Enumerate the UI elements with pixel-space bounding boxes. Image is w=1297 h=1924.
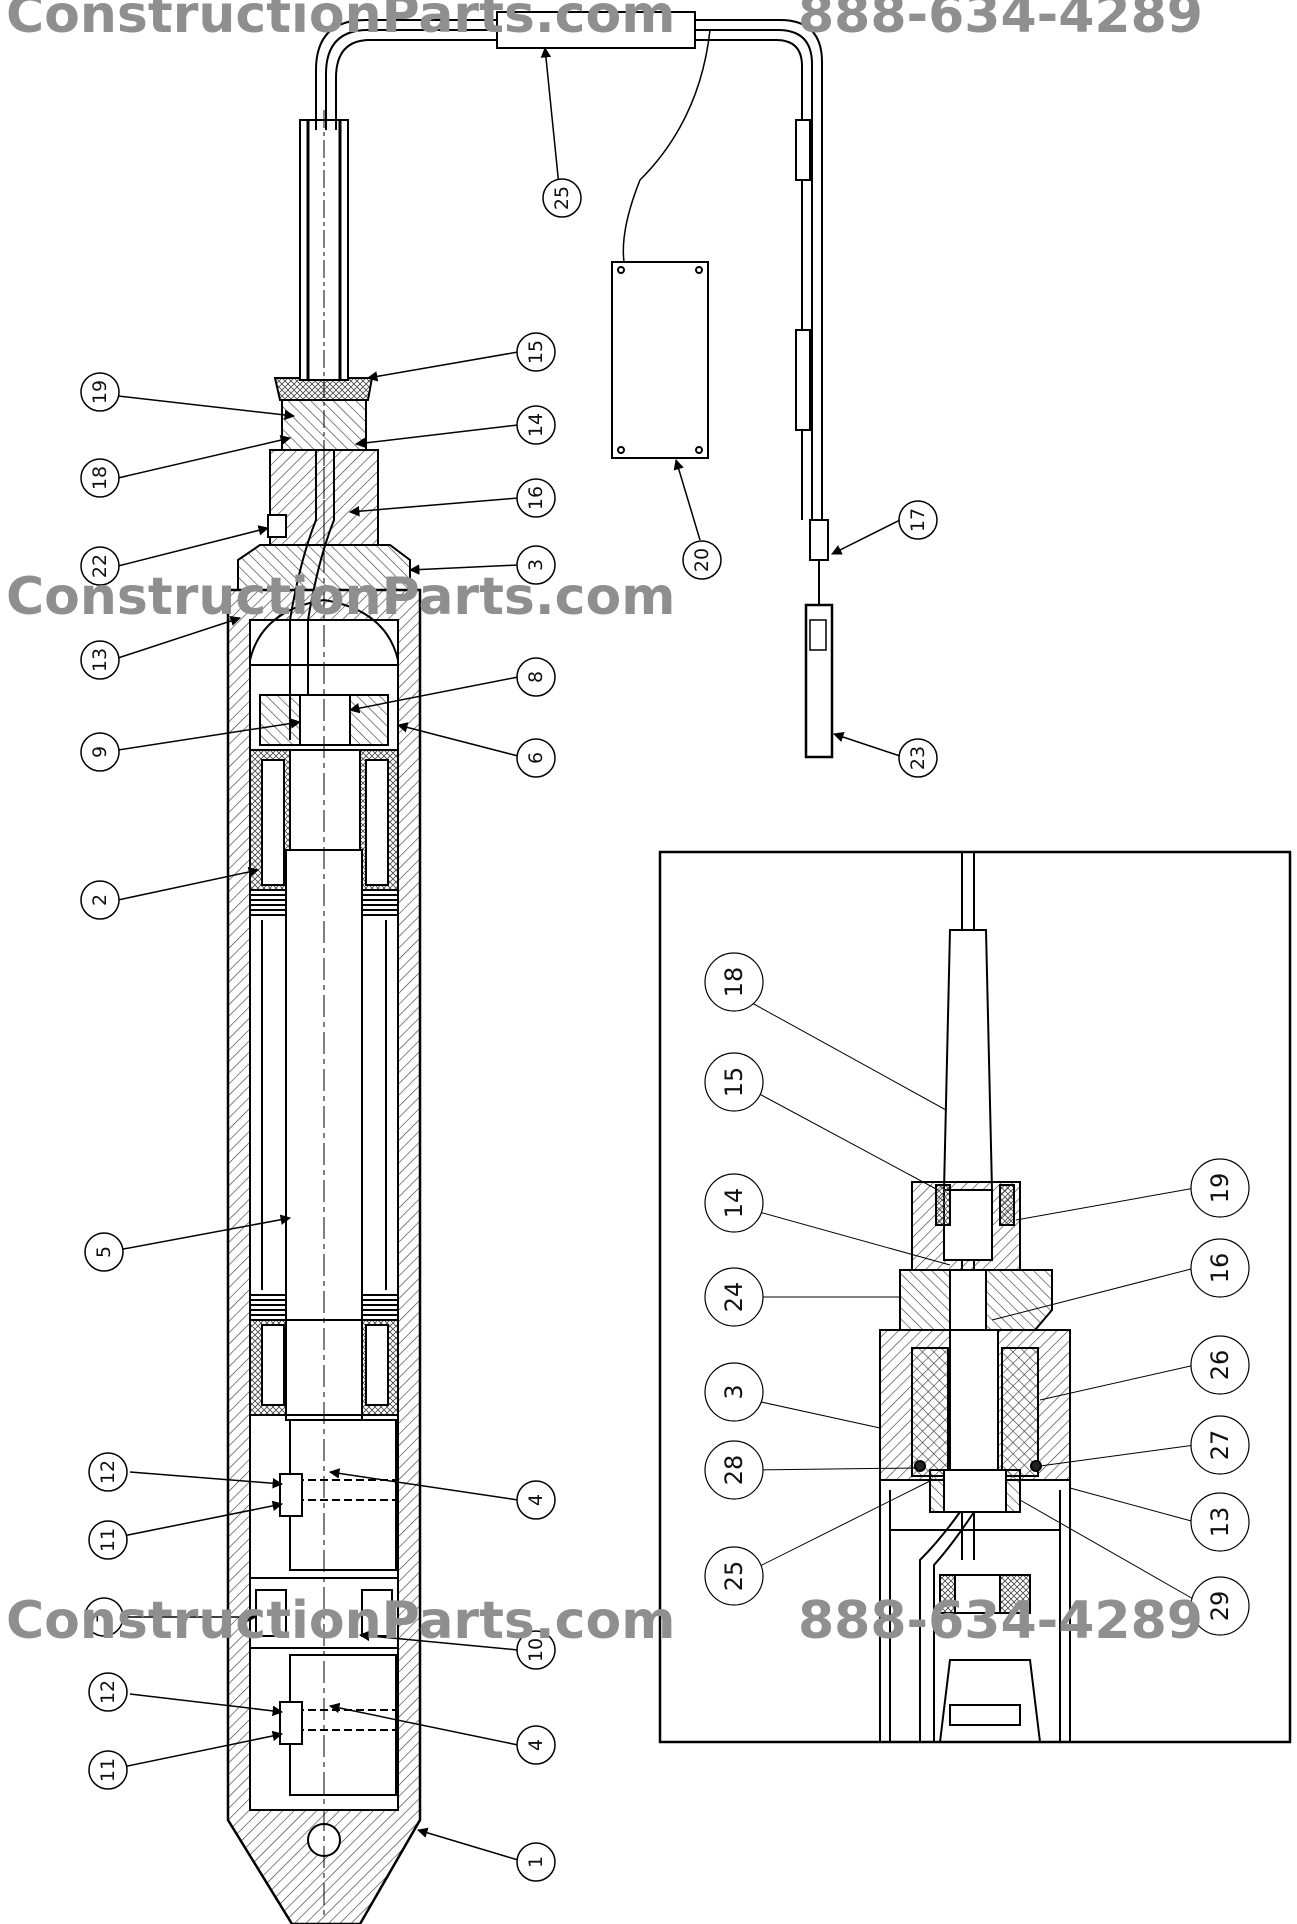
inset-callout-16-label: 16 bbox=[1206, 1253, 1234, 1284]
callout-6-label: 6 bbox=[525, 752, 547, 764]
callout-15: 15 bbox=[516, 332, 556, 372]
callout-18-label: 18 bbox=[89, 466, 111, 490]
callout-bubbles: 25 15 19 14 18 16 22 3 bbox=[80, 178, 938, 1882]
callout-1-label: 1 bbox=[525, 1856, 547, 1868]
callout-4-upper: 4 bbox=[516, 1480, 556, 1520]
inset-callout-3: 3 bbox=[704, 1362, 764, 1422]
callout-14-label: 14 bbox=[525, 413, 547, 437]
main-assembly bbox=[226, 110, 422, 1924]
watermark-site-bottom: ConstructionParts.com bbox=[6, 1591, 675, 1651]
inset-callout-24: 24 bbox=[704, 1267, 764, 1327]
inset-callout-16: 16 bbox=[1190, 1238, 1250, 1298]
callout-19-label: 19 bbox=[89, 380, 111, 404]
inset-callout-24-label: 24 bbox=[720, 1282, 748, 1313]
callout-10-label: 10 bbox=[525, 1638, 547, 1662]
inset-callout-14: 14 bbox=[704, 1173, 764, 1233]
callout-22-label: 22 bbox=[89, 554, 111, 578]
inset-callout-19: 19 bbox=[1190, 1158, 1250, 1218]
watermark-site-top: ConstructionParts.com bbox=[6, 0, 675, 45]
callout-4-lower-label: 4 bbox=[525, 1739, 547, 1751]
callout-11-lower: 11 bbox=[88, 1750, 128, 1790]
callout-9: 9 bbox=[80, 732, 120, 772]
inset-callout-19-label: 19 bbox=[1206, 1173, 1234, 1204]
callout-13: 13 bbox=[80, 640, 120, 680]
callout-6: 6 bbox=[516, 738, 556, 778]
inset-callout-18: 18 bbox=[704, 952, 764, 1012]
callout-20: 20 bbox=[682, 540, 722, 580]
callout-7: 7 bbox=[84, 1597, 124, 1637]
callout-5: 5 bbox=[84, 1232, 124, 1272]
callout-23: 23 bbox=[898, 738, 938, 778]
callout-12-lower-label: 12 bbox=[97, 1680, 119, 1704]
inset-callout-28: 28 bbox=[704, 1440, 764, 1500]
watermark-phone-top: 888-634-4289 bbox=[798, 0, 1203, 45]
callout-11-upper-label: 11 bbox=[97, 1528, 119, 1552]
inset-callout-18-label: 18 bbox=[720, 967, 748, 998]
callout-20-label: 20 bbox=[691, 548, 713, 572]
callout-11-lower-label: 11 bbox=[97, 1758, 119, 1782]
callout-19: 19 bbox=[80, 372, 120, 412]
callout-12-lower: 12 bbox=[88, 1672, 128, 1712]
callout-11-upper: 11 bbox=[88, 1520, 128, 1560]
callout-16-label: 16 bbox=[525, 486, 547, 510]
callout-25-label: 25 bbox=[551, 186, 573, 210]
inset-callout-13-label: 13 bbox=[1206, 1507, 1234, 1538]
inset-callout-3-label: 3 bbox=[720, 1384, 748, 1399]
inset-callout-25-label: 25 bbox=[720, 1561, 748, 1592]
callout-9-label: 9 bbox=[89, 746, 111, 758]
callout-23-label: 23 bbox=[907, 746, 929, 770]
inset-callout-14-label: 14 bbox=[720, 1188, 748, 1219]
callout-17: 17 bbox=[898, 500, 938, 540]
callout-12-upper-label: 12 bbox=[97, 1460, 119, 1484]
callout-4-upper-label: 4 bbox=[525, 1494, 547, 1506]
callout-8-label: 8 bbox=[525, 671, 547, 683]
callout-8: 8 bbox=[516, 657, 556, 697]
watermark-site-middle: ConstructionParts.com bbox=[6, 567, 675, 627]
callout-3: 3 bbox=[516, 545, 556, 585]
callout-4-lower: 4 bbox=[516, 1725, 556, 1765]
callout-2: 2 bbox=[80, 880, 120, 920]
inset-callout-25: 25 bbox=[704, 1546, 764, 1606]
inset-callout-27-label: 27 bbox=[1206, 1430, 1234, 1461]
inset-callout-26: 26 bbox=[1190, 1335, 1250, 1395]
inset-callout-27: 27 bbox=[1190, 1415, 1250, 1475]
watermarks: ConstructionParts.com 888-634-4289 Const… bbox=[6, 0, 1203, 1651]
callout-7-label: 7 bbox=[93, 1611, 115, 1623]
inset-callout-29: 29 bbox=[1190, 1576, 1250, 1636]
callout-2-label: 2 bbox=[89, 894, 111, 906]
callout-5-label: 5 bbox=[93, 1246, 115, 1258]
callout-16: 16 bbox=[516, 478, 556, 518]
watermark-phone-bottom: 888-634-4289 bbox=[798, 1591, 1203, 1651]
cable-assembly bbox=[315, 11, 834, 759]
inset-callout-29-label: 29 bbox=[1206, 1591, 1234, 1622]
callout-13-label: 13 bbox=[89, 648, 111, 672]
leader-lines bbox=[117, 46, 901, 1861]
callout-1: 1 bbox=[516, 1842, 556, 1882]
callout-10: 10 bbox=[516, 1630, 556, 1670]
inset-callout-13: 13 bbox=[1190, 1492, 1250, 1552]
callout-17-label: 17 bbox=[907, 508, 929, 532]
inset-callout-28-label: 28 bbox=[720, 1455, 748, 1486]
inset-callout-15: 15 bbox=[704, 1052, 764, 1112]
inset-callout-26-label: 26 bbox=[1206, 1350, 1234, 1381]
callout-12-upper: 12 bbox=[88, 1452, 128, 1492]
callout-25: 25 bbox=[542, 178, 582, 218]
callout-15-label: 15 bbox=[525, 340, 547, 364]
callout-14: 14 bbox=[516, 405, 556, 445]
detail-inset: 18 15 14 24 3 28 25 19 bbox=[658, 850, 1292, 1744]
callout-18: 18 bbox=[80, 458, 120, 498]
callout-22: 22 bbox=[80, 546, 120, 586]
callout-3-label: 3 bbox=[525, 559, 547, 571]
inset-callout-15-label: 15 bbox=[720, 1067, 748, 1098]
